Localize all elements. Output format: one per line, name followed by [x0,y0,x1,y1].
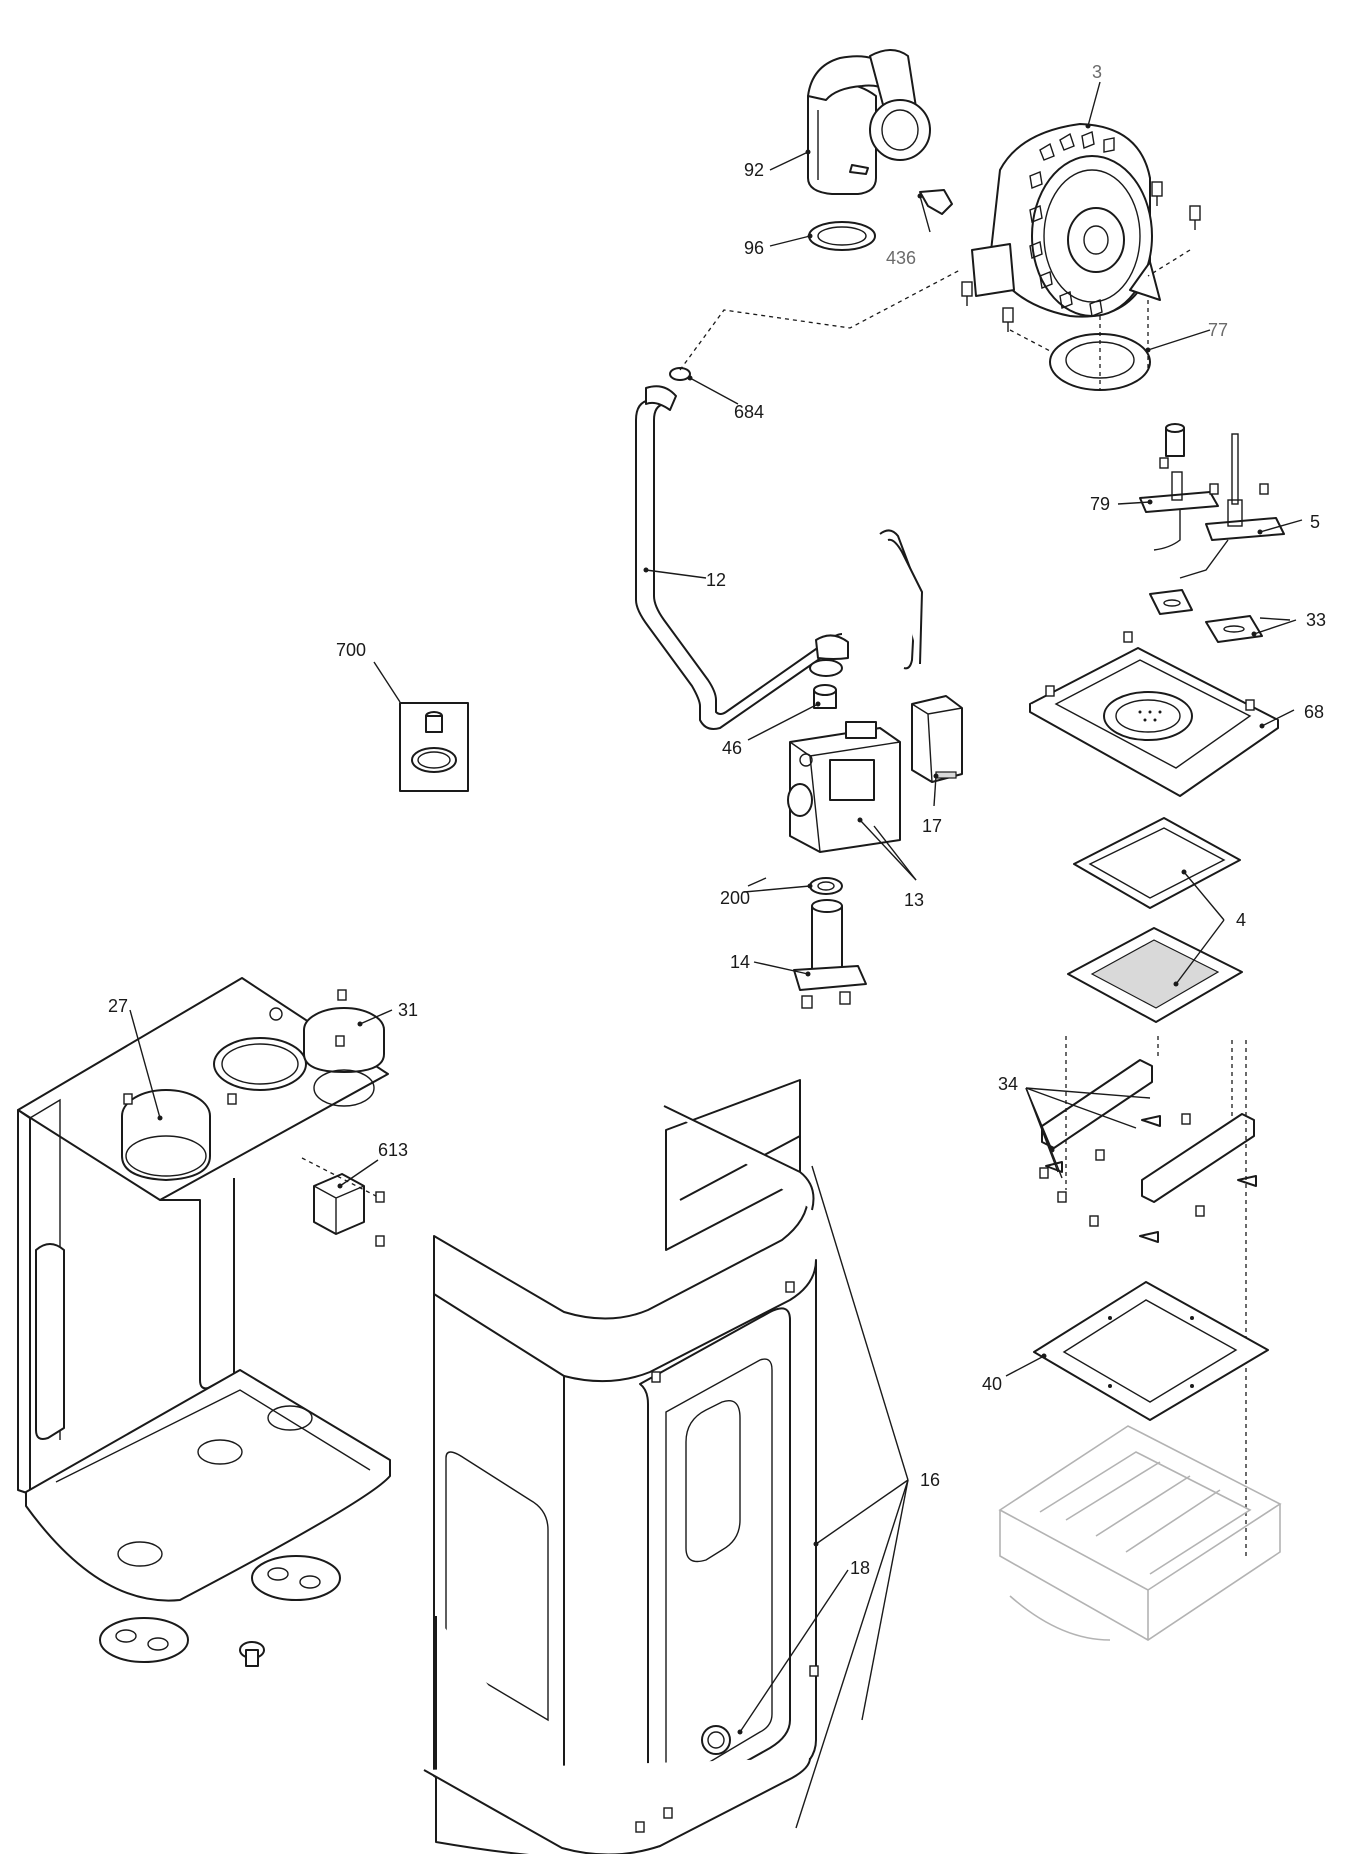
callout-200: 200 [720,888,750,908]
part-79-electrode [1139,423,1219,551]
callout-40: 40 [982,1374,1002,1394]
callout-96: 96 [744,238,764,258]
part-200-washer [809,877,843,895]
callout-700: 700 [336,640,366,660]
part-27-air-inlet-cover [121,1089,237,1181]
fan-screws [961,181,1201,332]
part-17-coil-cover [911,695,963,783]
callout-79: 79 [1090,494,1110,514]
callout-31: 31 [398,1000,418,1020]
part-4-insulation-panel [1067,927,1243,1023]
callout-4: 4 [1236,910,1246,930]
callout-27: 27 [108,996,128,1016]
part-4-gasket [1073,817,1241,909]
callout-46: 46 [722,738,742,758]
part-684-seal [669,367,691,381]
part-12-gas-pipe [635,385,849,730]
callout-92: 92 [744,160,764,180]
leader-lines [129,81,1303,1829]
callout-14: 14 [730,952,750,972]
part-13-gas-valve [787,721,901,853]
callout-18: 18 [850,1558,870,1578]
part-92-flue-elbow [807,49,931,195]
heat-exchanger-reference [998,1425,1282,1641]
callout-12: 12 [706,570,726,590]
part-31-flue-cover [303,989,385,1107]
part-14-inlet-pipe [793,899,867,1009]
part-436-clip [919,189,953,215]
boiler-chassis [17,977,391,1602]
part-613-relay [313,1173,385,1247]
callout-68: 68 [1304,702,1324,722]
callout-684: 684 [734,402,764,422]
part-34-support-brackets [1039,1059,1257,1243]
part-3-fan [971,123,1161,318]
part-16-front-casing [423,1079,819,1854]
callout-34: 34 [998,1074,1018,1094]
part-68-burner-plate [1029,631,1279,797]
callout-labels: 3 92 96 436 77 684 79 5 12 33 700 68 46 … [108,62,1326,1578]
callout-5: 5 [1310,512,1320,532]
callout-3: 3 [1092,62,1102,82]
part-46-nipple [809,659,843,709]
callout-13: 13 [904,890,924,910]
part-5-electrode [1179,433,1285,579]
flexible-hose [879,529,923,670]
callout-17: 17 [922,816,942,836]
part-33-electrode-gaskets [1149,589,1263,643]
part-96-gasket [808,221,876,251]
callout-77: 77 [1208,320,1228,340]
part-700-seal-kit [399,702,469,792]
grommets [99,1555,341,1667]
callout-33: 33 [1306,610,1326,630]
callout-436: 436 [886,248,916,268]
callout-16: 16 [920,1470,940,1490]
callout-613: 613 [378,1140,408,1160]
part-40-frame [1033,1281,1269,1421]
